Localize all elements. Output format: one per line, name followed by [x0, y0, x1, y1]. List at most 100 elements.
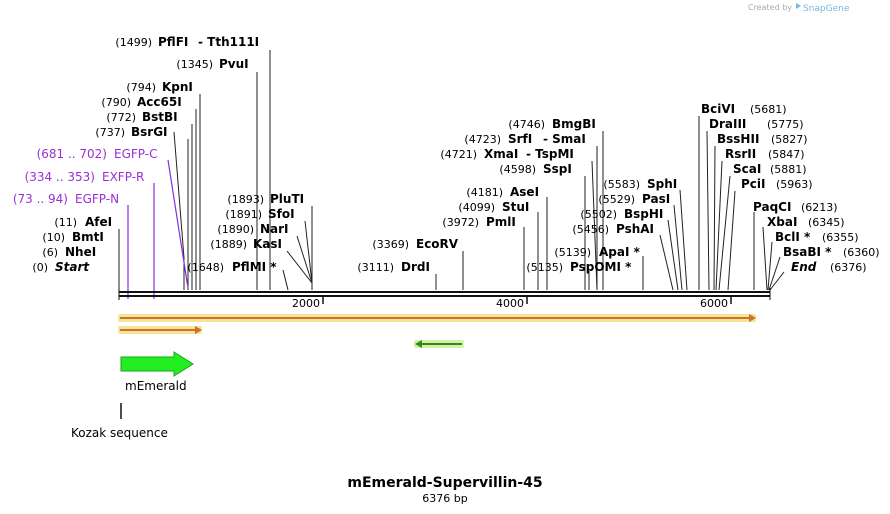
site-name-bsphi[interactable]: BspHI: [624, 207, 663, 221]
site-pos-pmli: (3972): [442, 216, 479, 229]
site-pos-bsphi: (5502): [580, 208, 617, 221]
site-name-sfoi[interactable]: SfoI: [268, 207, 295, 221]
site-name-bsshii[interactable]: BssHII: [717, 132, 759, 146]
site-name-start[interactable]: Start: [55, 260, 90, 274]
plasmid-title: mEmerald-Supervillin-45: [347, 475, 542, 491]
site-name-pcii[interactable]: PciI: [741, 177, 766, 191]
site-pos-xmai: (4721): [440, 148, 477, 161]
site-extra-srfi[interactable]: - SmaI: [543, 132, 586, 146]
feature-range-egfp-c: (681 .. 702): [37, 147, 107, 161]
site-name-rsrii[interactable]: RsrII: [725, 147, 756, 161]
site-name-srfi[interactable]: SrfI: [508, 132, 532, 146]
site-pos-bmti: (10): [42, 231, 65, 244]
site-name-afei[interactable]: AfeI: [85, 215, 112, 229]
site-pos-bmgbi: (4746): [508, 118, 545, 131]
axis-tick-label: 4000: [496, 297, 524, 310]
site-name-paqci[interactable]: PaqCI: [753, 200, 791, 214]
site-pos-bsshii: (5827): [771, 133, 808, 146]
site-name-scai[interactable]: ScaI: [733, 162, 761, 176]
site-name-nhei[interactable]: NheI: [65, 245, 96, 259]
site-pos-xbai: (6345): [808, 216, 845, 229]
site-pos-drdi: (3111): [357, 261, 394, 274]
site-extra-xmai[interactable]: - TspMI: [526, 147, 574, 161]
site-name-pfifi[interactable]: PflFI: [158, 35, 188, 49]
site-pos-kpni: (794): [126, 81, 156, 94]
site-pos-sspi: (4598): [499, 163, 536, 176]
site-pos-pflmi: (1648): [187, 261, 224, 274]
feature-name-exfp-r[interactable]: EXFP-R: [102, 170, 144, 184]
site-name-pflmi[interactable]: PflMI *: [232, 260, 277, 274]
site-pos-nhei: (6): [42, 246, 58, 259]
site-name-bsrgi[interactable]: BsrGI: [131, 125, 168, 139]
orf-arrow-forward-short[interactable]: [118, 326, 202, 334]
site-name-pspomi[interactable]: PspOMI *: [570, 260, 632, 274]
site-name-bsabi[interactable]: BsaBI *: [783, 245, 832, 259]
site-name-sphi[interactable]: SphI: [647, 177, 677, 191]
feature-range-exfp-r: (334 .. 353): [25, 170, 95, 184]
feature-name-egfp-n[interactable]: EGFP-N: [75, 192, 119, 206]
site-pos-afei: (11): [54, 216, 77, 229]
feature-name-egfp-c[interactable]: EGFP-C: [114, 147, 157, 161]
site-pos-pshai: (5456): [572, 223, 609, 236]
site-name-apai[interactable]: ApaI *: [599, 245, 641, 259]
site-name-draiii[interactable]: DraIII: [709, 117, 746, 131]
site-pos-bsabi: (6360): [843, 246, 880, 259]
site-name-kasi[interactable]: KasI: [253, 237, 282, 251]
site-pos-end: (6376): [830, 261, 867, 274]
site-name-bmgbi[interactable]: BmgBI: [552, 117, 596, 131]
site-name-bmti[interactable]: BmtI: [72, 230, 104, 244]
site-pos-srfi: (4723): [464, 133, 501, 146]
primer-lead-lines: [127, 159, 189, 299]
site-pos-bsrgi: (737): [95, 126, 125, 139]
snapgene-logo-icon: [796, 3, 801, 9]
site-pos-start: (0): [32, 261, 48, 274]
site-pos-pluti: (1893): [227, 193, 264, 206]
gene-label: mEmerald: [125, 379, 187, 393]
site-extra-pfifi[interactable]: - Tth111I: [198, 35, 259, 49]
site-name-pvui[interactable]: PvuI: [219, 57, 249, 71]
site-name-pasi[interactable]: PasI: [642, 192, 670, 206]
site-name-bcivi[interactable]: BciVI: [701, 102, 735, 116]
site-lead-lines: [118, 50, 785, 291]
site-pos-pcii: (5963): [776, 178, 813, 191]
site-pos-stui: (4099): [458, 201, 495, 214]
feature-range-egfp-n: (73 .. 94): [13, 192, 68, 206]
site-pos-rsrii: (5847): [768, 148, 805, 161]
orf-arrow-forward-full[interactable]: [118, 314, 756, 322]
site-name-pshai[interactable]: PshAI: [616, 222, 654, 236]
kozak-label: Kozak sequence: [71, 426, 168, 440]
site-name-xmai[interactable]: XmaI: [484, 147, 518, 161]
credit-brand: SnapGene: [803, 4, 850, 14]
site-pos-pvui: (1345): [176, 58, 213, 71]
dna-backbone: [118, 288, 771, 300]
site-name-asei[interactable]: AseI: [510, 185, 539, 199]
site-name-end[interactable]: End: [791, 260, 817, 274]
site-name-bcli[interactable]: BclI *: [775, 230, 811, 244]
site-name-pluti[interactable]: PluTI: [270, 192, 304, 206]
site-name-kpni[interactable]: KpnI: [162, 80, 193, 94]
axis-tick-label: 2000: [292, 297, 320, 310]
site-pos-nari: (1890): [217, 223, 254, 236]
site-name-nari[interactable]: NarI: [260, 222, 289, 236]
site-pos-paqci: (6213): [801, 201, 838, 214]
site-name-sspi[interactable]: SspI: [543, 162, 572, 176]
site-name-xbai[interactable]: XbaI: [767, 215, 797, 229]
site-name-drdi[interactable]: DrdI: [401, 260, 430, 274]
site-pos-pfifi: (1499): [115, 36, 152, 49]
site-pos-scai: (5881): [770, 163, 807, 176]
site-pos-bcivi: (5681): [750, 103, 787, 116]
site-name-bstbi[interactable]: BstBI: [142, 110, 178, 124]
site-name-acc65i[interactable]: Acc65I: [137, 95, 182, 109]
site-name-pmli[interactable]: PmlI: [486, 215, 516, 229]
plasmid-size: 6376 bp: [422, 492, 467, 505]
site-pos-asei: (4181): [466, 186, 503, 199]
site-pos-pspomi: (5135): [526, 261, 563, 274]
site-name-ecorv[interactable]: EcoRV: [416, 237, 459, 251]
site-name-stui[interactable]: StuI: [502, 200, 529, 214]
gene-arrow-icon[interactable]: [120, 351, 194, 377]
credit-prefix: Created by: [748, 3, 792, 12]
site-pos-pasi: (5529): [598, 193, 635, 206]
site-pos-bstbi: (772): [106, 111, 136, 124]
orf-arrow-reverse[interactable]: [414, 340, 464, 348]
